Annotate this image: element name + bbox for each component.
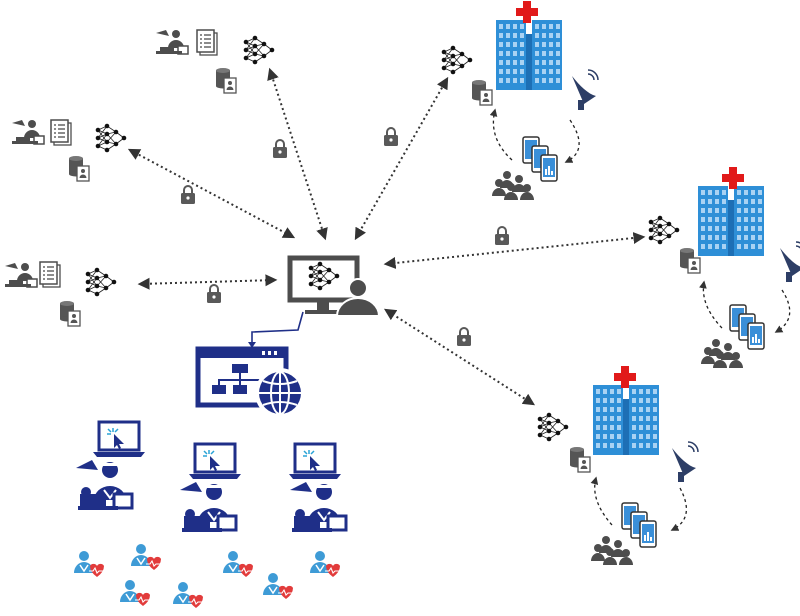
hospital-building-icon [496,20,562,90]
link-hospital-bottom [383,308,536,406]
clinic-middle [11,119,127,182]
hospital-right [648,167,800,368]
laptop-cursor-icon [287,442,343,481]
patient-group-icon [701,339,743,368]
data-flow-arrow [774,289,791,333]
neural-network-icon [648,215,680,245]
doctor-patient-icon [11,119,45,145]
doctor-patient-icon [288,480,348,534]
red-cross-icon [516,1,538,23]
padlock-icon [180,185,196,205]
doctor-patient-icon [74,458,134,512]
patient-heartbeat-icon [262,572,294,600]
red-cross-icon [722,167,744,189]
database-icon [215,67,237,94]
connector-arrowhead [248,342,256,348]
laptop-cursor-icon [91,420,147,459]
link-clinic-middle [127,148,296,239]
data-flow-arrow [670,487,688,531]
patient-heartbeat-icon [172,581,204,609]
padlock-icon [206,284,222,304]
database-icon [569,446,591,473]
web-service [195,346,305,418]
link-hospital-right [383,232,646,269]
smartphones-icon [522,136,558,182]
database-icon [59,300,81,327]
patient-heartbeat-icon [73,550,105,578]
health-patients [73,543,341,609]
document-icon [50,119,72,146]
patient-heartbeat-icon [222,550,254,578]
database-icon [471,79,493,106]
padlock-icon [383,127,399,147]
neural-network-icon [95,123,127,153]
data-flow-arrow [699,280,723,329]
padlock-icon [494,226,510,246]
doctor-patient-icon [155,29,189,55]
database-icon [68,155,90,182]
user-icon [335,278,381,317]
doctor-patient-icon [178,480,238,534]
hospital-building-icon [593,385,659,455]
smartphones-icon [621,502,657,548]
web-users [74,420,348,534]
padlock-icon [456,327,472,347]
satellite-dish-icon [671,441,699,483]
neural-network-icon [85,267,117,297]
hospital-bottom [537,366,699,565]
neural-network-icon [441,45,473,75]
clinic-bottom [4,261,117,327]
patient-group-icon [492,171,534,200]
hospital-top [441,1,599,200]
clinic-top [155,29,275,94]
doctor-patient-icon [4,262,38,288]
patient-heartbeat-icon [130,543,162,571]
padlock-icon [272,139,288,159]
smartphones-icon [729,304,765,350]
patient-heartbeat-icon [119,579,151,607]
link-hospital-top [354,76,449,241]
neural-network-icon [243,35,275,65]
patient-heartbeat-icon [309,550,341,578]
server-web-connector [251,311,304,346]
globe-icon [255,368,305,418]
satellite-dish-icon [779,241,800,283]
neural-network-icon [537,412,569,442]
data-flow-arrow [489,108,513,161]
patient-group-icon [591,536,633,565]
central-server [287,255,381,317]
document-icon [196,29,218,56]
laptop-cursor-icon [187,442,243,481]
data-flow-arrow [590,476,613,526]
document-icon [39,261,61,288]
secure-links [127,67,646,406]
database-icon [679,247,701,274]
link-clinic-bottom [137,274,278,290]
red-cross-icon [614,366,636,388]
satellite-dish-icon [571,69,599,111]
data-flow-arrow [564,119,580,163]
hospital-building-icon [698,186,764,256]
